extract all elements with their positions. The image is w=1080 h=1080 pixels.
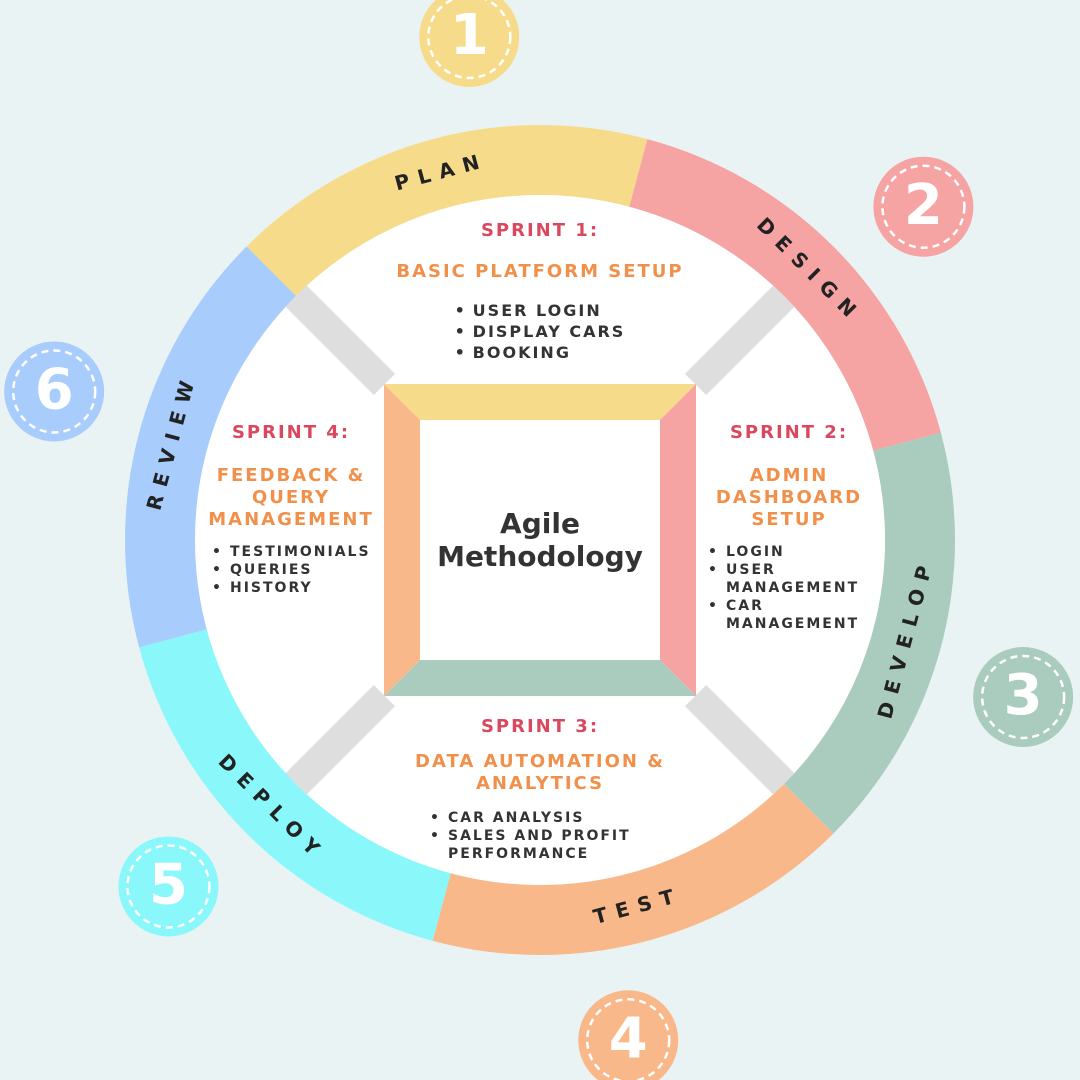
sprint-1-title: SPRINT 1: (480, 220, 600, 241)
phase-segment-deploy (139, 629, 451, 941)
divider-band (684, 684, 795, 795)
phase-badge-6: 6 (4, 341, 105, 442)
phase-badge-1: 1 (419, 0, 520, 87)
divider-band (684, 285, 795, 396)
divider-band (285, 285, 396, 396)
sprint-2-subtitle: ADMIN DASHBOARD SETUP (715, 465, 863, 530)
list-item: TESTIMONIALS (212, 543, 386, 561)
list-item: USER MANAGEMENT (708, 561, 878, 597)
badge-circle (873, 156, 974, 257)
list-item: BOOKING (455, 342, 626, 363)
badge-circle (4, 341, 105, 442)
sprint-4-subtitle: FEEDBACK & QUERY MANAGEMENT (208, 465, 374, 530)
badge-dashed-ring (126, 844, 211, 929)
sprint-3-block: SPRINT 3: DATA AUTOMATION & ANALYTICS CA… (360, 716, 720, 863)
sprint-1-subtitle: BASIC PLATFORM SETUP (396, 261, 684, 282)
badge-circle (419, 0, 520, 87)
badge-circle (973, 646, 1074, 747)
sprint-3-title: SPRINT 3: (480, 716, 600, 737)
badge-number: 2 (904, 173, 943, 238)
list-item: HISTORY (212, 579, 386, 597)
sprint-2-block: SPRINT 2: ADMIN DASHBOARD SETUP LOGIN US… (700, 422, 878, 633)
sprint-4-items: TESTIMONIALS QUERIES HISTORY (212, 543, 386, 597)
sprint-2-title: SPRINT 2: (729, 422, 849, 443)
sprint-4-title: SPRINT 4: (231, 422, 351, 443)
phase-segment-design (629, 139, 941, 451)
phase-badge-4: 4 (578, 990, 679, 1080)
frame-left (384, 384, 420, 696)
list-item: DISPLAY CARS (455, 321, 626, 342)
badge-number: 6 (35, 358, 74, 423)
list-item: LOGIN (708, 543, 878, 561)
list-item: CAR ANALYSIS (430, 809, 650, 827)
sprint-4-block: SPRINT 4: FEEDBACK & QUERY MANAGEMENT TE… (196, 422, 386, 597)
sprint-3-subtitle: DATA AUTOMATION & ANALYTICS (415, 751, 665, 794)
phase-badge-2: 2 (873, 156, 974, 257)
divider-band (285, 684, 396, 795)
badge-dashed-ring (11, 349, 97, 434)
center-frame (384, 384, 696, 696)
list-item: QUERIES (212, 561, 386, 579)
list-item: CAR MANAGEMENT (708, 597, 878, 633)
phase-segment-review (124, 246, 297, 648)
phase-segment-plan (246, 125, 648, 297)
badge-number: 1 (450, 3, 489, 68)
phase-badge-3: 3 (973, 646, 1074, 747)
badge-dashed-ring (980, 654, 1066, 740)
frame-bottom (384, 660, 696, 696)
badge-dashed-ring (881, 164, 966, 249)
phase-segment-develop (783, 432, 955, 834)
phase-badge-5: 5 (118, 836, 219, 937)
sprint-1-block: SPRINT 1: BASIC PLATFORM SETUP USER LOGI… (330, 220, 750, 363)
frame-right (660, 384, 696, 696)
badge-circle (578, 990, 679, 1080)
sprint-3-items: CAR ANALYSIS SALES AND PROFIT PERFORMANC… (430, 809, 650, 863)
phase-ring (124, 125, 955, 955)
phase-badges: 1 2 3 4 5 6 (4, 0, 1074, 1080)
badge-dashed-ring (585, 998, 671, 1080)
center-title: Agile Methodology (437, 507, 643, 573)
badge-circle (118, 836, 219, 937)
sprint-1-items: USER LOGIN DISPLAY CARS BOOKING (455, 300, 626, 363)
phase-segment-test (432, 783, 834, 955)
badge-number: 5 (149, 853, 188, 918)
badge-number: 3 (1004, 663, 1043, 728)
frame-inner (420, 420, 660, 660)
list-item: SALES AND PROFIT PERFORMANCE (430, 827, 650, 863)
list-item: USER LOGIN (455, 300, 626, 321)
frame-top (384, 384, 696, 420)
quadrant-dividers (285, 285, 795, 795)
badge-dashed-ring (427, 0, 512, 80)
badge-number: 4 (609, 1006, 648, 1071)
sprint-2-items: LOGIN USER MANAGEMENT CAR MANAGEMENT (708, 543, 878, 633)
